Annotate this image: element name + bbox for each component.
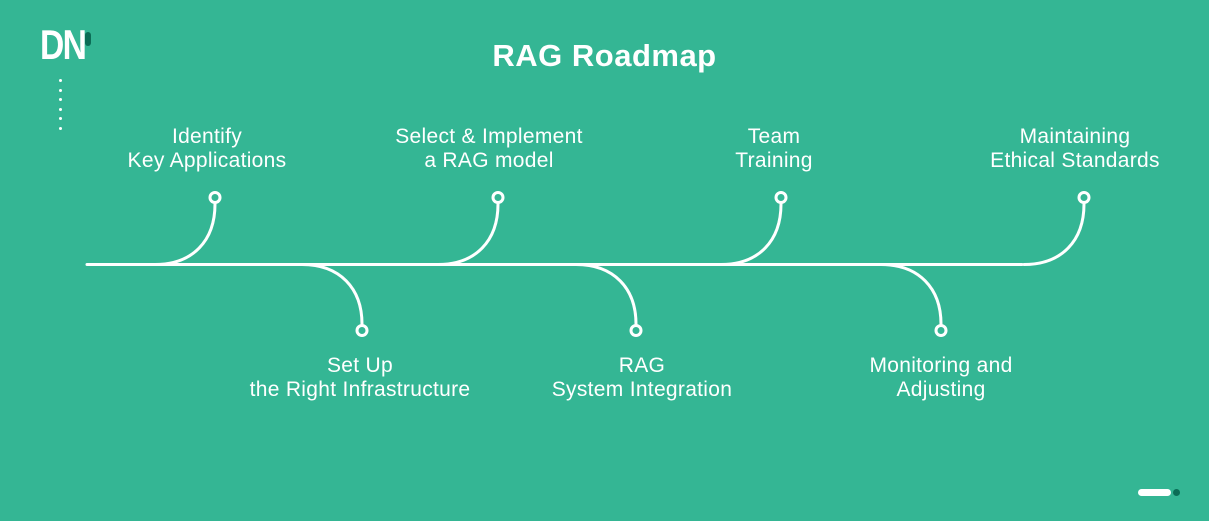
branch-curve-select-implement-rag-model — [436, 202, 500, 266]
milestone-label-line: a RAG model — [424, 149, 554, 172]
logo-dot — [59, 126, 62, 130]
milestone-label-line: Adjusting — [896, 378, 986, 401]
milestone-label-line: Maintaining — [1019, 125, 1131, 148]
milestone-node-set-up-right-infrastructure — [355, 324, 369, 337]
logo-dot — [59, 79, 62, 82]
branch-curve-rag-system-integration — [574, 263, 638, 326]
logo-dot — [59, 98, 62, 101]
milestone-label-line: Ethical Standards — [990, 149, 1160, 172]
dotted-line-decoration — [59, 79, 62, 136]
milestone-node-maintaining-ethical-standards — [1077, 191, 1091, 204]
branch-curve-maintaining-ethical-standards — [1022, 202, 1086, 266]
milestone-label-line: Team — [747, 125, 801, 148]
footer-dot-decoration — [1173, 489, 1180, 496]
milestone-label-line: Set Up — [327, 354, 393, 377]
milestone-label-line: Select & Implement — [395, 125, 583, 148]
milestone-node-monitoring-and-adjusting — [934, 324, 948, 337]
logo-dot — [59, 117, 62, 120]
milestone-label-line: Monitoring and — [869, 354, 1013, 377]
brand-logo: DN — [40, 21, 87, 68]
milestone-node-rag-system-integration — [629, 324, 643, 337]
milestone-node-identify-key-applications — [208, 191, 222, 204]
milestone-label-line: the Right Infrastructure — [249, 378, 471, 401]
branch-curve-identify-key-applications — [153, 202, 217, 266]
logo-dot — [59, 107, 62, 111]
logo-dot — [59, 88, 62, 92]
branch-curve-team-training — [719, 202, 783, 266]
milestone-label-line: Key Applications — [127, 149, 287, 172]
milestone-label-line: RAG — [618, 354, 666, 377]
milestone-label-line: System Integration — [551, 378, 733, 401]
milestone-node-team-training — [774, 191, 788, 204]
branch-curve-monitoring-and-adjusting — [879, 263, 943, 326]
milestone-label-line: Identify — [171, 125, 243, 148]
milestone-node-select-implement-rag-model — [491, 191, 505, 204]
milestone-label-line: Training — [735, 149, 813, 172]
footer-dash-decoration — [1138, 489, 1171, 496]
brand-logo-tick — [85, 32, 91, 46]
branch-curve-set-up-right-infrastructure — [300, 263, 364, 326]
page-title: RAG Roadmap — [492, 38, 717, 73]
